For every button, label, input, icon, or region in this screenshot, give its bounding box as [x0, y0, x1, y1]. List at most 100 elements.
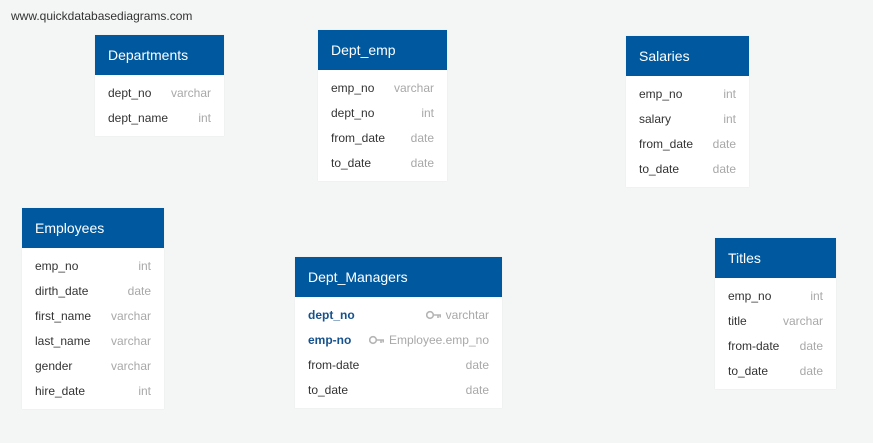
key-icon — [368, 335, 385, 345]
field-name: emp_no — [35, 258, 79, 273]
field-name: to_date — [639, 161, 680, 176]
field-name: hire_date — [35, 383, 86, 398]
table-title: Employees — [22, 208, 164, 248]
field-row[interactable]: dept_no int — [318, 100, 447, 125]
field-type: varchar — [110, 333, 151, 348]
table-title: Dept_Managers — [295, 257, 502, 297]
table-title: Salaries — [626, 36, 749, 76]
field-name: from_date — [331, 130, 386, 145]
field-name: dept_no — [331, 105, 375, 120]
field-type: date — [799, 363, 823, 378]
field-type-wrap: date — [411, 131, 434, 145]
field-type-wrap: date — [713, 162, 736, 176]
field-row[interactable]: emp-no Employee.emp_no — [295, 327, 502, 352]
field-row[interactable]: title varchar — [715, 308, 836, 333]
watermark-url: www.quickdatabasediagrams.com — [11, 9, 193, 23]
field-type: int — [723, 86, 736, 101]
field-type-wrap: varchar — [111, 309, 151, 323]
field-type-wrap: varchar — [111, 334, 151, 348]
field-type-wrap: varchtar — [425, 307, 489, 322]
field-type: date — [799, 338, 823, 353]
field-name: title — [728, 313, 747, 328]
field-type-wrap: date — [800, 364, 823, 378]
field-type: varchar — [782, 313, 823, 328]
field-type-wrap: int — [723, 87, 736, 101]
field-type: date — [712, 136, 736, 151]
field-type-wrap: date — [466, 358, 489, 372]
field-row[interactable]: from-date date — [715, 333, 836, 358]
field-row[interactable]: last_name varchar — [22, 328, 164, 353]
field-row[interactable]: to_date date — [295, 377, 502, 402]
field-row[interactable]: emp_no int — [22, 253, 164, 278]
field-type-wrap: int — [138, 259, 151, 273]
field-type-wrap: varchar — [171, 86, 211, 100]
field-row[interactable]: to_date date — [626, 156, 749, 181]
field-name: last_name — [35, 333, 91, 348]
field-type-wrap: date — [800, 339, 823, 353]
field-type-wrap: varchar — [394, 81, 434, 95]
field-name: dept_no — [108, 85, 152, 100]
field-type-wrap: date — [411, 156, 434, 170]
field-type-wrap: int — [810, 289, 823, 303]
field-type: varchar — [393, 80, 434, 95]
field-row[interactable]: emp_no varchar — [318, 75, 447, 100]
field-type: varchar — [110, 308, 151, 323]
field-row[interactable]: from_date date — [626, 131, 749, 156]
field-type: int — [138, 383, 151, 398]
field-name: emp_no — [331, 80, 375, 95]
field-type-wrap: date — [128, 284, 151, 298]
field-row[interactable]: first_name varchar — [22, 303, 164, 328]
field-row[interactable]: hire_date int — [22, 378, 164, 403]
field-type-wrap: date — [713, 137, 736, 151]
table-dept-managers[interactable]: Dept_Managers dept_no varchtar emp-no Emplo… — [295, 257, 502, 408]
field-type: date — [410, 130, 434, 145]
field-name: emp_no — [639, 86, 683, 101]
field-type-wrap: Employee.emp_no — [368, 332, 489, 347]
field-type: date — [410, 155, 434, 170]
field-type: date — [465, 382, 489, 397]
field-row[interactable]: salary int — [626, 106, 749, 131]
field-type: int — [198, 110, 211, 125]
field-name: salary — [639, 111, 672, 126]
field-name: emp_no — [728, 288, 772, 303]
field-name: from_date — [639, 136, 694, 151]
field-row[interactable]: emp_no int — [626, 81, 749, 106]
field-type: date — [712, 161, 736, 176]
field-type-wrap: int — [198, 111, 211, 125]
field-name: to_date — [308, 382, 349, 397]
field-name: dept_no — [308, 307, 355, 322]
field-type: int — [421, 105, 434, 120]
field-type: varchar — [170, 85, 211, 100]
field-type-wrap: int — [421, 106, 434, 120]
field-type: int — [723, 111, 736, 126]
field-row[interactable]: dept_no varchtar — [295, 302, 502, 327]
field-type: date — [127, 283, 151, 298]
field-row[interactable]: from_date date — [318, 125, 447, 150]
field-type: varchtar — [445, 307, 489, 322]
field-row[interactable]: emp_no int — [715, 283, 836, 308]
field-row[interactable]: to_date date — [715, 358, 836, 383]
table-title: Titles — [715, 238, 836, 278]
field-name: emp-no — [308, 332, 352, 347]
field-name: to_date — [728, 363, 769, 378]
key-icon — [425, 310, 442, 320]
field-name: from-date — [728, 338, 780, 353]
field-type: Employee.emp_no — [388, 332, 489, 347]
field-name: first_name — [35, 308, 92, 323]
field-row[interactable]: dept_no varchar — [95, 80, 224, 105]
